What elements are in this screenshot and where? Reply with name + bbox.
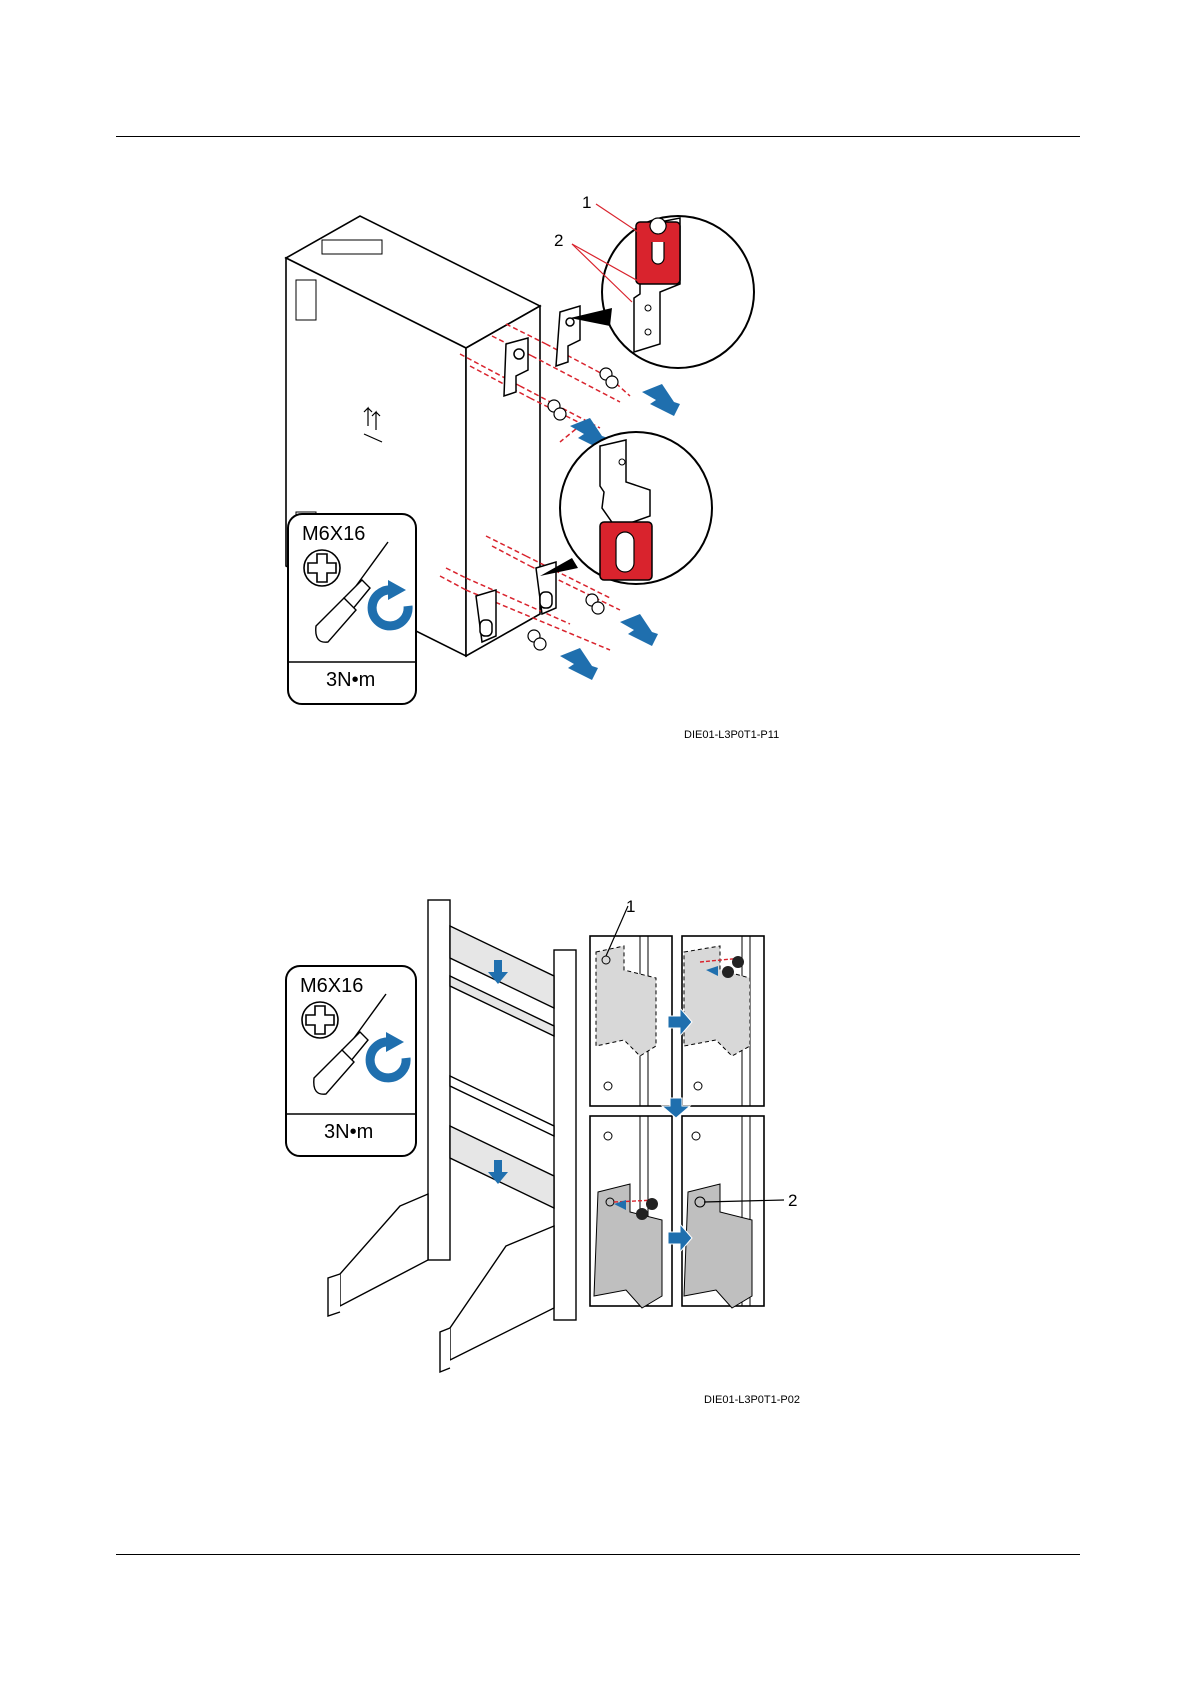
detail-panel-1 bbox=[590, 936, 672, 1106]
tool-spec-box: M6X16 3N•m bbox=[288, 514, 416, 704]
figure-2-code: DIE01-L3P0T1-P02 bbox=[704, 1394, 800, 1406]
figure-2-callout-2: 2 bbox=[788, 1191, 797, 1210]
torque-label-2: 3N•m bbox=[324, 1121, 373, 1143]
lower-detail-circle bbox=[540, 432, 712, 584]
header-rule bbox=[116, 136, 1080, 137]
figure-1-callout-1: 1 bbox=[582, 196, 591, 212]
upper-screws bbox=[548, 368, 618, 420]
detail-panel-2 bbox=[682, 936, 764, 1106]
arrow-icon-4 bbox=[560, 648, 598, 680]
figure-2-callout-1: 1 bbox=[626, 897, 635, 916]
figure-1-cabinet-brackets: 1 2 M6X16 bbox=[270, 196, 810, 756]
figure-1-callout-2: 2 bbox=[554, 231, 563, 250]
footer-rule bbox=[116, 1554, 1080, 1555]
lower-arrows bbox=[560, 614, 658, 680]
screw-spec-label-2: M6X16 bbox=[300, 975, 363, 997]
arrow-icon-1 bbox=[642, 384, 680, 416]
arrow-icon-3 bbox=[620, 614, 658, 646]
figure-2-illustration: M6X16 3N•m bbox=[280, 896, 820, 1384]
upper-detail-circle bbox=[570, 216, 754, 368]
torque-label: 3N•m bbox=[326, 669, 375, 691]
figure-1-code: DIE01-L3P0T1-P11 bbox=[684, 729, 779, 741]
screw-spec-label: M6X16 bbox=[302, 523, 365, 545]
detail-panel-3 bbox=[590, 1116, 672, 1308]
figure-1-illustration: 1 2 M6X16 bbox=[270, 196, 810, 756]
figure-2-rack-rails: M6X16 3N•m bbox=[280, 896, 820, 1384]
tool-spec-box-2: M6X16 3N•m bbox=[286, 966, 416, 1156]
detail-panel-4 bbox=[682, 1116, 764, 1308]
upper-right-bracket bbox=[556, 306, 580, 366]
